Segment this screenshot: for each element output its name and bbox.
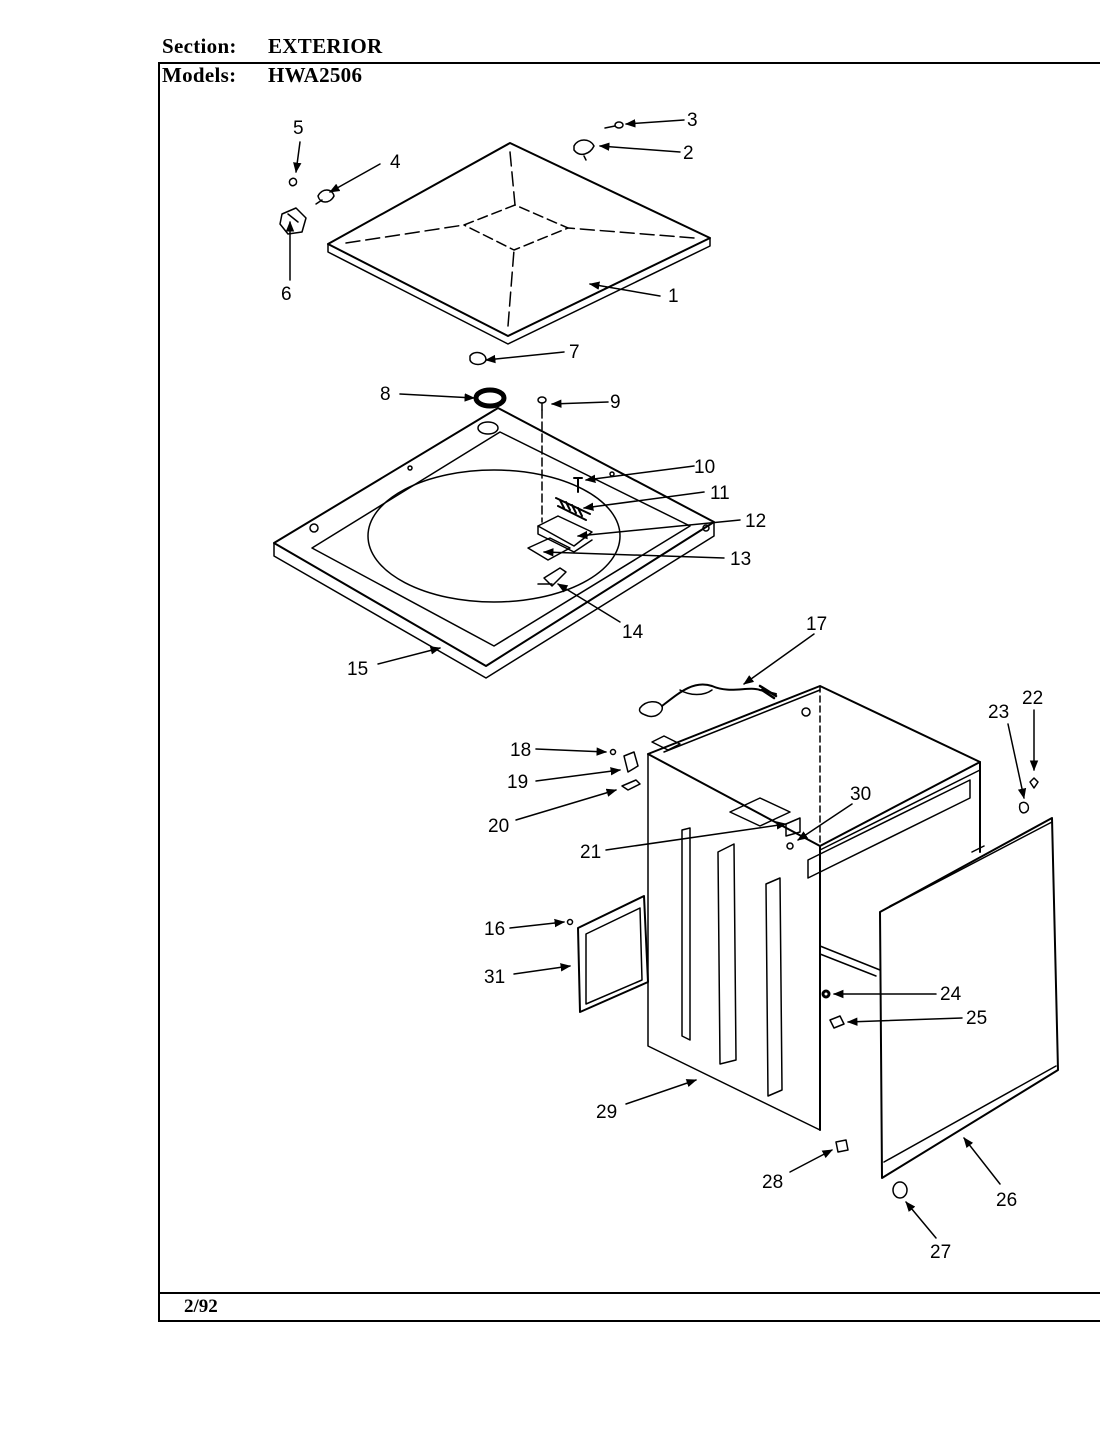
callout-13: 13 [730,549,751,570]
power-cord-part-17 [638,683,778,718]
diagram-frame [158,62,1100,1322]
callout-22: 22 [1022,688,1043,709]
callout-9: 9 [610,392,621,413]
leg-part-28 [835,1139,849,1153]
callout-25: 25 [966,1008,987,1029]
grommet-part-8 [473,387,507,409]
section-label: Section: [162,34,237,58]
callout-30: 30 [850,784,871,805]
clip-part-5 [288,177,298,187]
callout-5: 5 [293,118,304,139]
callout-3: 3 [687,110,698,131]
callout-7: 7 [569,342,580,363]
screw-part-18 [609,748,617,756]
callout-labels: 1 2 3 4 5 6 7 8 9 10 11 12 13 14 15 16 1… [281,110,1043,1263]
callout-8: 8 [380,384,391,405]
callout-28: 28 [762,1172,783,1193]
nut-part-24 [821,989,831,999]
screw-part-3 [604,121,624,129]
callout-2: 2 [683,143,694,164]
hinge-part-4 [315,189,335,205]
models-label: Models: [162,63,237,87]
callout-11: 11 [710,483,730,504]
leg-part-27 [892,1181,908,1199]
callout-14: 14 [622,622,644,643]
callout-20: 20 [488,816,509,837]
cabinet-part-29 [647,685,981,1131]
callout-17: 17 [806,614,827,635]
bumper-part-7 [469,351,487,366]
callout-12: 12 [745,511,766,532]
models-value: HWA2506 [268,63,363,87]
footer-divider [158,1292,1100,1294]
screw-part-10 [573,477,583,493]
top-panel-part-15 [273,407,715,679]
access-panel-part-31 [577,895,649,1013]
callout-1: 1 [668,286,679,307]
screw-part-16 [566,918,574,926]
callout-29: 29 [596,1102,617,1123]
screw-part-25 [829,1015,845,1029]
callout-10: 10 [694,457,715,478]
lid-switch-part-14 [537,567,567,587]
callout-19: 19 [507,772,528,793]
screw-part-9 [537,396,547,411]
callout-21: 21 [580,842,601,863]
hinge-bracket-part-6 [279,207,307,235]
callout-24: 24 [940,984,962,1005]
callout-26: 26 [996,1190,1017,1211]
clip-part-20 [621,779,641,791]
hinge-pin-part-2 [573,139,595,161]
plate-part-13 [527,537,571,561]
callout-18: 18 [510,740,531,761]
front-panel-part-26 [879,817,1059,1179]
leader-lines [285,119,1039,1239]
callout-6: 6 [281,284,292,305]
callout-4: 4 [390,152,401,173]
lid-part-1 [327,142,711,345]
screw-part-22 [1029,777,1039,789]
callout-15: 15 [347,659,368,680]
bracket-part-19 [623,751,639,773]
clip-part-23 [1018,801,1030,814]
callout-27: 27 [930,1242,951,1263]
callout-16: 16 [484,919,505,940]
callout-31: 31 [484,967,505,988]
section-value: EXTERIOR [268,34,383,58]
spring-part-11 [555,497,591,521]
latch-bracket-part-12 [537,515,593,553]
footer-date-code: 2/92 [184,1296,218,1317]
callout-23: 23 [988,702,1009,723]
